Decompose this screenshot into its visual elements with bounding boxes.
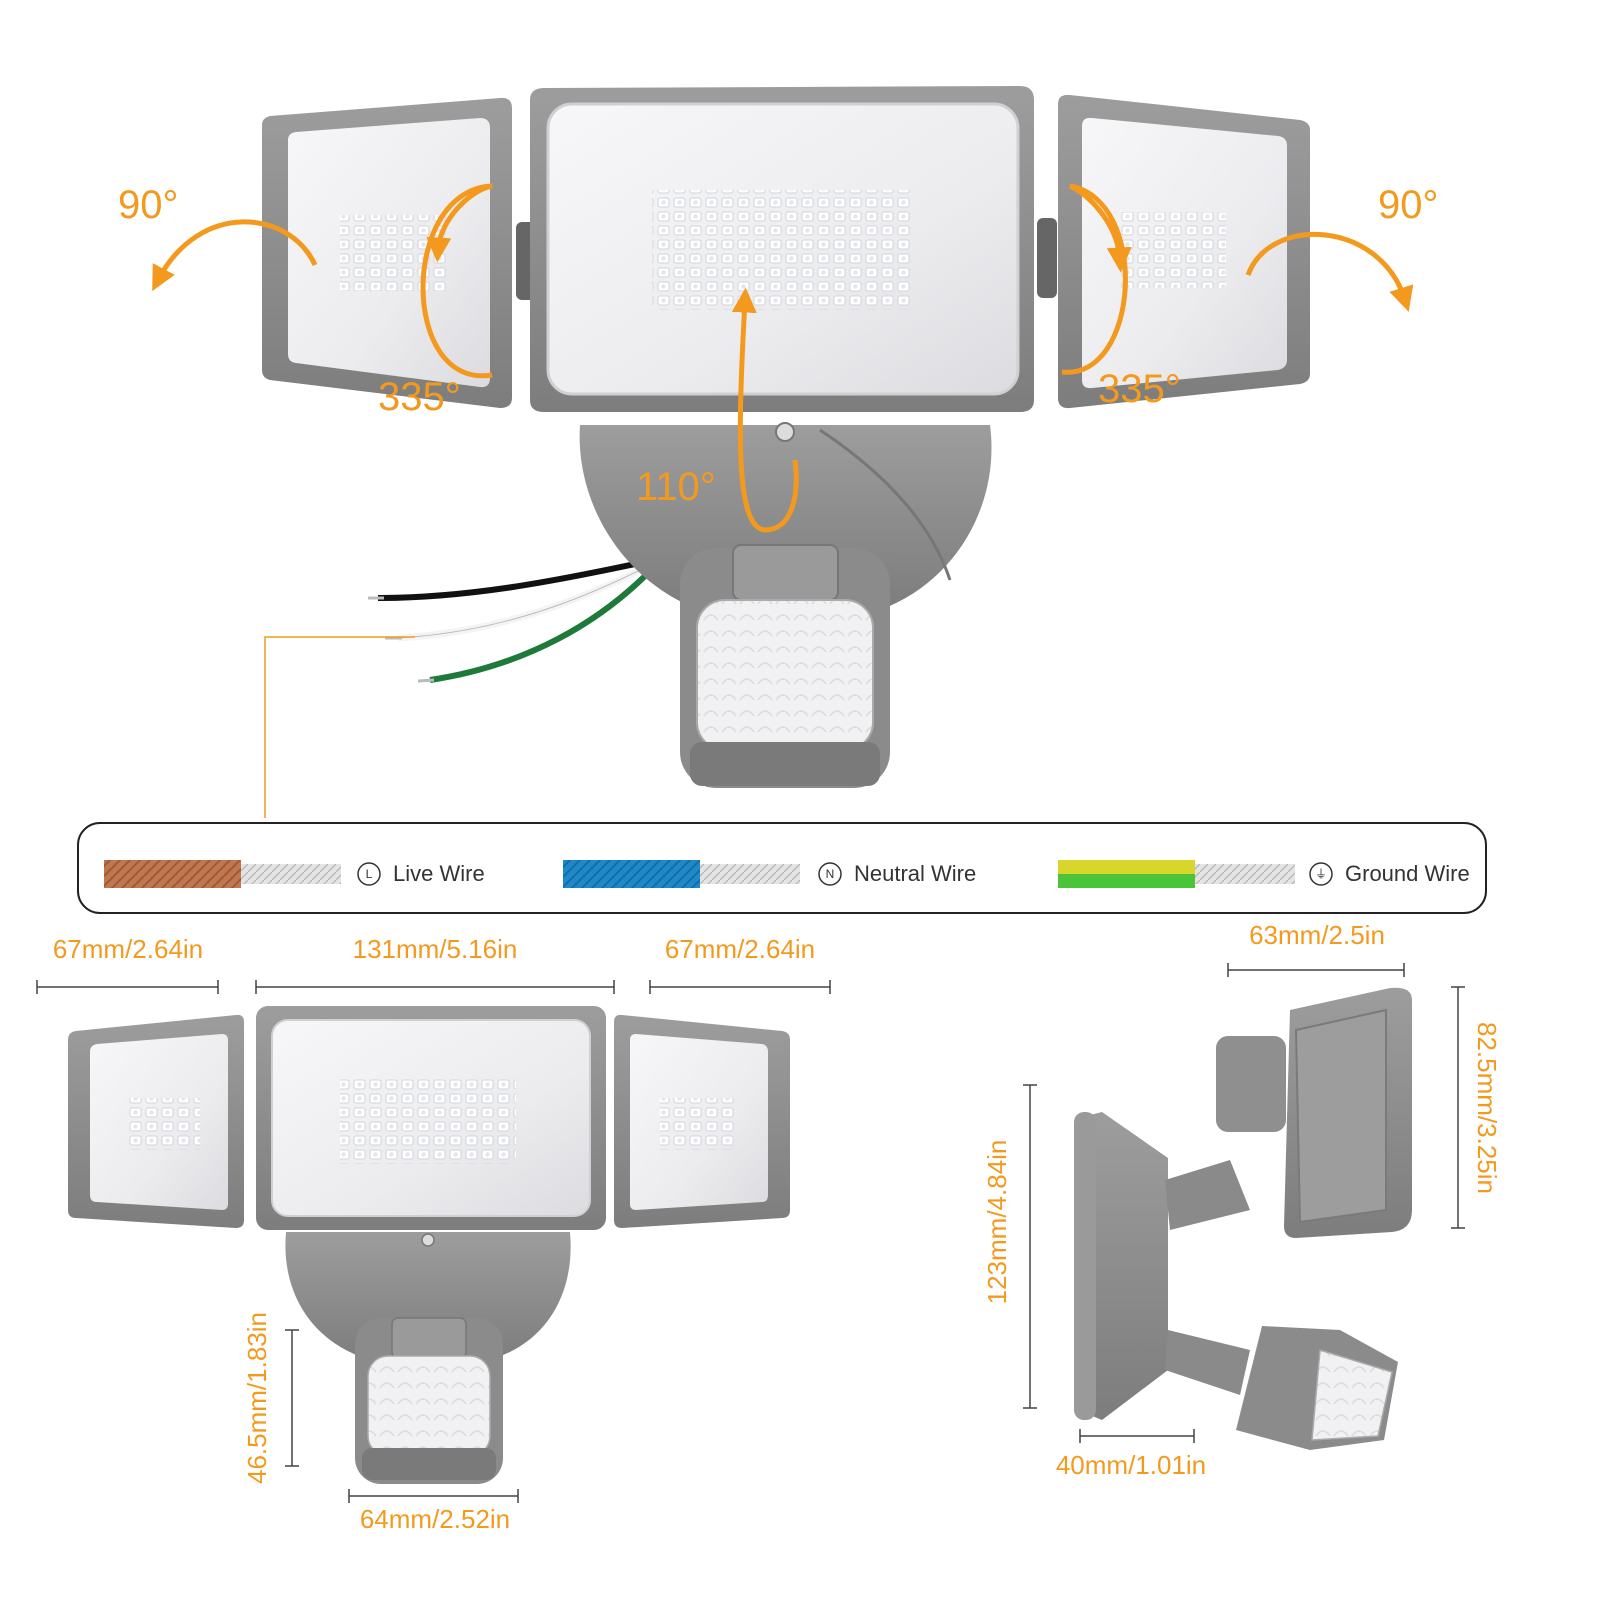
wire-callout-line — [264, 636, 415, 818]
side-total-height-label: 123mm/4.84in — [982, 1140, 1012, 1305]
left-light-head — [262, 97, 536, 409]
right-light-head — [1037, 94, 1310, 409]
svg-text:N: N — [826, 867, 835, 881]
top-product-view: 90° 90° 335° 335° 110° — [118, 86, 1439, 818]
sensor-height-label: 46.5mm/1.83in — [242, 1312, 272, 1484]
svg-text:L: L — [366, 867, 373, 881]
right-tilt-arrow — [1245, 232, 1414, 312]
right-swivel-label: 335° — [1098, 367, 1181, 411]
neutral-wire-label: Neutral Wire — [854, 861, 976, 886]
center-light-head — [530, 86, 1034, 412]
ground-wire-label: Ground Wire — [1345, 861, 1470, 886]
base-depth-label: 40mm/1.01in — [1056, 1450, 1206, 1480]
legend-neutral: N Neutral Wire — [563, 860, 976, 888]
side-head-height-label: 82.5mm/3.25in — [1472, 1022, 1502, 1194]
live-wire-label: Live Wire — [393, 861, 485, 886]
left-tilt-label: 90° — [118, 183, 179, 227]
live-wire-swatch — [104, 860, 241, 888]
left-head-width-label: 67mm/2.64in — [53, 934, 203, 964]
ground-wire-swatch — [1058, 860, 1195, 874]
side-head-depth-label: 63mm/2.5in — [1249, 920, 1385, 950]
right-head-width-label: 67mm/2.64in — [665, 934, 815, 964]
center-tilt-arrow — [731, 287, 799, 533]
front-dimension-view: 67mm/2.64in 131mm/5.16in 67mm/2.64in 46.… — [36, 934, 831, 1534]
live-symbol-icon — [357, 862, 381, 886]
sensor-width-label: 64mm/2.52in — [360, 1504, 510, 1534]
side-dimension-view: 63mm/2.5in 82.5mm/3.25in 123mm/4.84in 40… — [982, 920, 1502, 1480]
left-swivel-label: 335° — [378, 375, 461, 419]
ground-symbol-icon — [1309, 862, 1333, 886]
wire-legend: L Live Wire N Neutral Wire ⏚ Ground Wire — [77, 822, 1487, 914]
neutral-wire-swatch — [563, 860, 700, 888]
legend-live: L Live Wire — [104, 860, 485, 888]
neutral-symbol-icon — [818, 862, 842, 886]
motion-sensor — [680, 544, 890, 788]
legend-ground: ⏚ Ground Wire — [1058, 860, 1470, 888]
rotation-arrows — [152, 183, 1414, 533]
center-tilt-label: 110° — [636, 465, 716, 509]
svg-text:⏚: ⏚ — [1315, 867, 1327, 881]
right-swivel-arrow — [1061, 183, 1132, 375]
left-swivel-arrow — [420, 183, 493, 379]
left-tilt-arrow — [152, 219, 318, 292]
center-head-width-label: 131mm/5.16in — [353, 934, 518, 964]
right-tilt-label: 90° — [1378, 183, 1439, 227]
wire-bundle — [368, 560, 649, 683]
